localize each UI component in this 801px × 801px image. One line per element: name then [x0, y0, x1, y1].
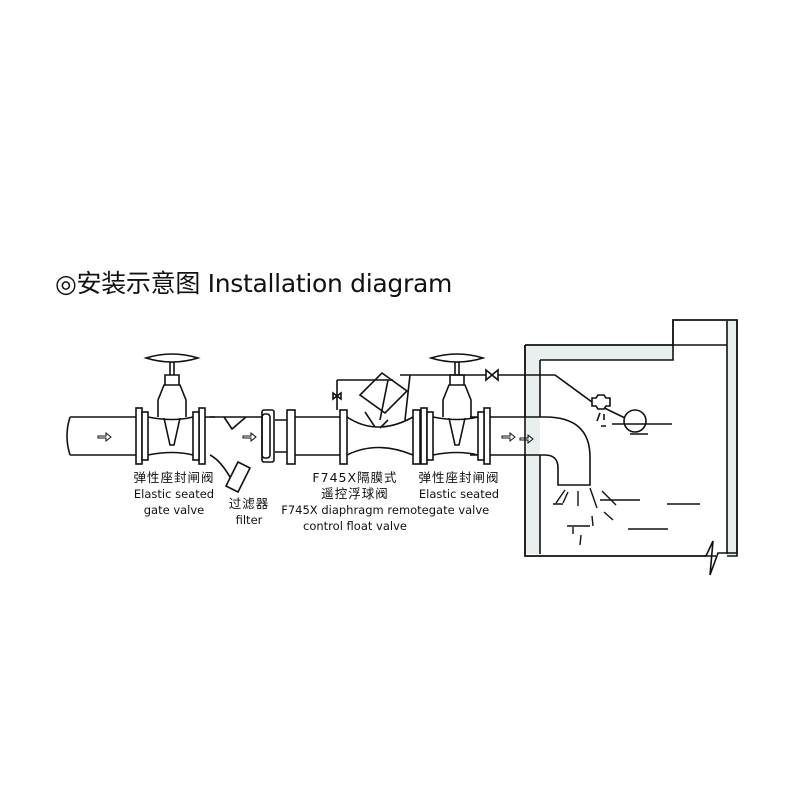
- title-text: 安装示意图 Installation diagram: [76, 269, 453, 298]
- gate-valve-2-en2: gate valve: [428, 503, 490, 517]
- gate-valve-1: [135, 353, 206, 465]
- diagram-title: ◎安装示意图 Installation diagram: [55, 264, 452, 300]
- float-valve-label: F745X隔膜式 遥控浮球阀 F745X diaphragm remote co…: [281, 470, 429, 534]
- float-valve-en2: control float valve: [303, 519, 407, 533]
- title-symbol: ◎: [55, 269, 77, 298]
- float-valve-cn2: 遥控浮球阀: [321, 486, 389, 501]
- gate-valve-1-cn: 弹性座封闸阀: [133, 470, 215, 485]
- gate-valve-2: [420, 353, 491, 465]
- filter-cn: 过滤器: [228, 496, 270, 511]
- gate-valve-1-label: 弹性座封闸阀 Elastic seated gate valve: [133, 470, 214, 518]
- float-valve-en1: F745X diaphragm remote: [281, 503, 429, 517]
- filter-en: filter: [235, 513, 263, 527]
- gate-valve-1-en2: gate valve: [143, 503, 205, 517]
- water-spray: [553, 487, 700, 546]
- y-strainer: [209, 409, 296, 494]
- gate-valve-2-label: 弹性座封闸阀 Elastic seated gate valve: [418, 470, 499, 518]
- float-control-valve: [332, 371, 475, 465]
- gate-valve-1-en1: Elastic seated: [133, 487, 215, 501]
- gate-valve-2-en1: Elastic seated: [418, 487, 500, 501]
- float-ball-assembly: [475, 368, 672, 435]
- filter-label: 过滤器 filter: [229, 496, 270, 528]
- gate-valve-2-cn: 弹性座封闸阀: [418, 470, 500, 485]
- water-tank: [524, 319, 738, 576]
- float-valve-cn1: F745X隔膜式: [312, 470, 398, 485]
